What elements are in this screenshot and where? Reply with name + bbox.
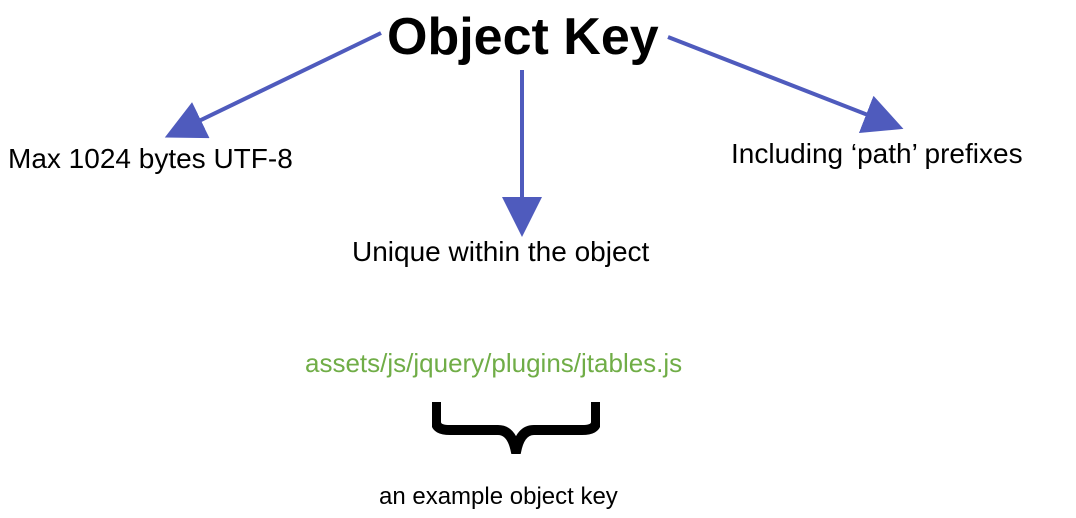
example-object-key: assets/js/jquery/plugins/jtables.js: [305, 348, 683, 378]
curly-brace-icon: [432, 402, 600, 454]
arrow-to-path-prefixes: [667, 35, 904, 133]
max-bytes-label: Max 1024 bytes UTF-8: [8, 143, 293, 174]
example-caption: an example object key: [379, 483, 618, 510]
diagram-title: Object Key: [387, 8, 659, 66]
unique-key-label: Unique within the object: [352, 236, 650, 267]
path-prefixes-label: Including ‘path’ prefixes: [731, 138, 1023, 169]
arrow-to-max-bytes: [164, 31, 382, 139]
